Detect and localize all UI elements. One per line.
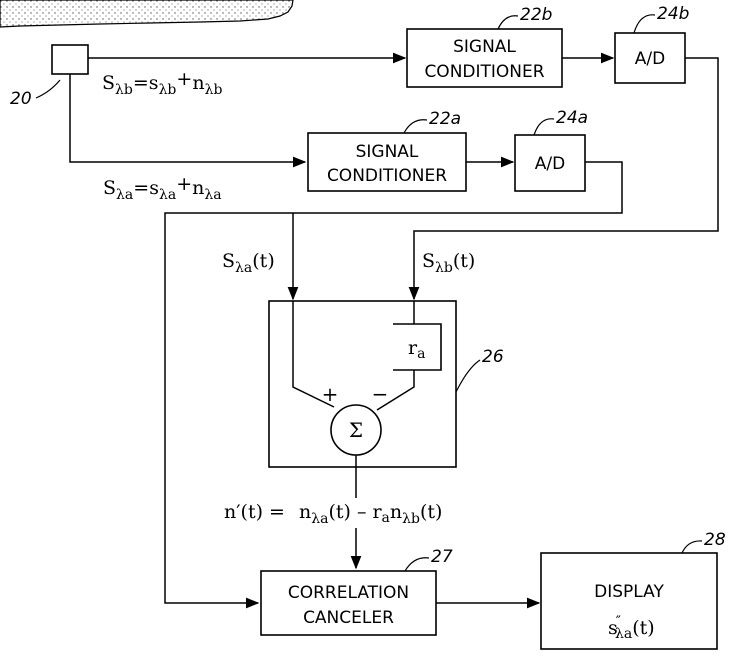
- correlation-canceler-leader: [405, 558, 429, 571]
- ad-a-ref: 24a: [556, 108, 588, 128]
- signal-conditioner-b-leader: [498, 16, 518, 29]
- display-label: DISPLAY: [594, 582, 664, 602]
- ad-b-label: A/D: [635, 49, 665, 69]
- ad-b-ref: 24b: [657, 4, 689, 24]
- equation-a: Sλa=sλa+nλa: [103, 173, 222, 203]
- signal-conditioner-b-line2: CONDITIONER: [424, 62, 544, 82]
- correlation-canceler-line2: CANCELER: [303, 608, 394, 628]
- sensor-ref: 20: [10, 89, 32, 109]
- noise-equation: n′(t) =nλa(t)–ranλb(t): [224, 501, 442, 527]
- display-leader: [682, 541, 702, 553]
- adaptive-canceler-ref: 26: [482, 347, 504, 367]
- input-b-label: Sλb(t): [422, 250, 475, 276]
- correlation-canceler-ref: 27: [431, 547, 453, 567]
- signal-conditioner-a-ref: 22a: [429, 109, 461, 129]
- tissue-region: [0, 0, 293, 27]
- sensor-leader: [36, 80, 60, 98]
- sigma-symbol: Σ: [349, 418, 363, 442]
- correlation-canceler-line1: CORRELATION: [288, 583, 409, 603]
- equation-b: Sλb=sλb+nλb: [102, 68, 222, 98]
- input-a-label: Sλa(t): [222, 250, 275, 276]
- ad-a-leader: [534, 119, 554, 135]
- plus-sign: +: [322, 382, 339, 406]
- ad-a-label: A/D: [535, 154, 565, 174]
- display-output-label: s″λa(t): [608, 614, 655, 642]
- ad-b-leader: [634, 15, 655, 33]
- signal-conditioner-a-line2: CONDITIONER: [327, 166, 447, 186]
- signal-conditioner-b-line1: SIGNAL: [453, 37, 516, 57]
- display-ref: 28: [704, 530, 726, 550]
- signal-conditioner-b-ref: 22b: [520, 5, 552, 25]
- adaptive-canceler-leader: [456, 360, 480, 392]
- signal-conditioner-a-leader: [404, 120, 427, 133]
- minus-sign: −: [372, 382, 389, 406]
- signal-conditioner-a-line1: SIGNAL: [356, 142, 419, 162]
- sensor-box: [52, 45, 88, 74]
